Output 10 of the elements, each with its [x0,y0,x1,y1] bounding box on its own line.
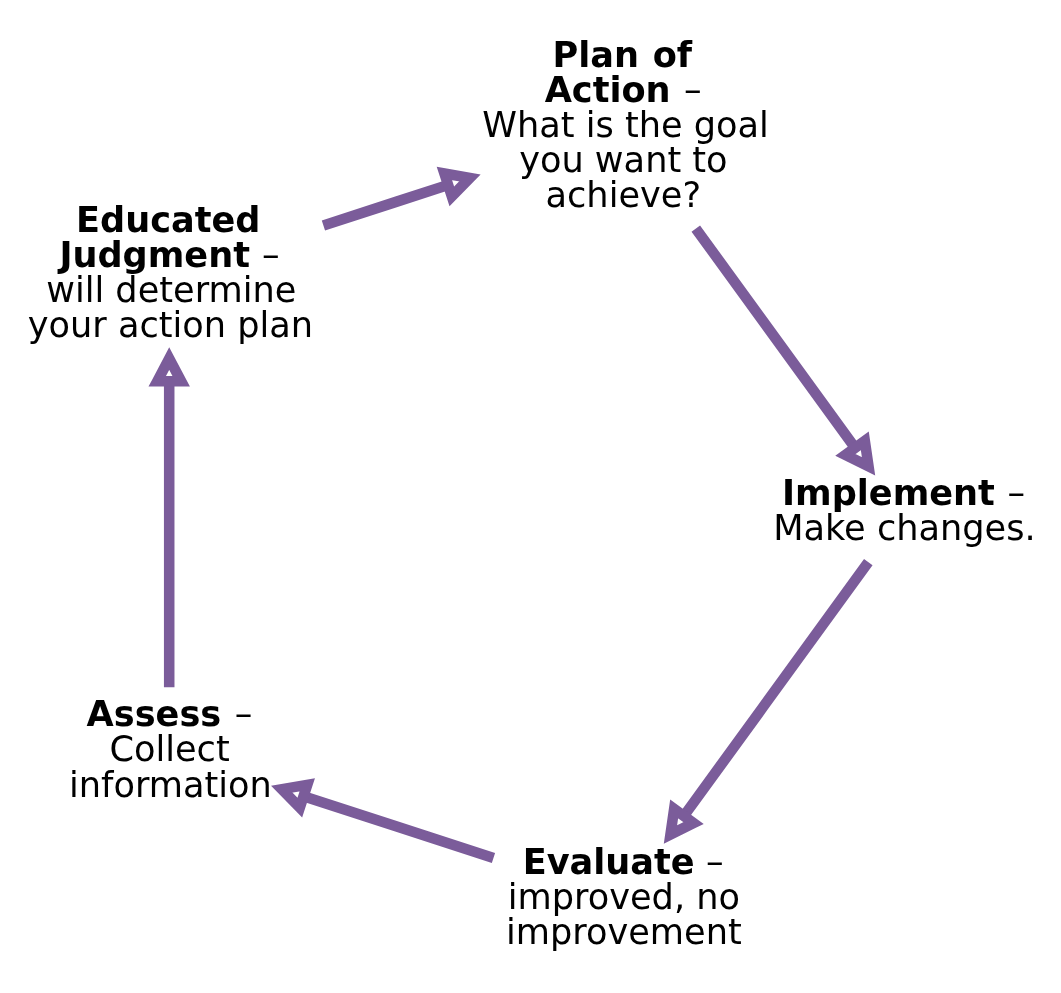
node-text: Plan of Action – What is the goal you want to achieve? [482,33,769,216]
node-text: Evaluate – improved, no improvement [506,840,742,952]
arrow [663,559,873,844]
node-text: Implement – Make changes. [773,472,1036,549]
arrow [321,166,481,231]
node-text: Assess – Collect information [69,693,272,805]
node-text: Educated Judgment – will determine your action plan [27,198,314,346]
arrow [691,225,876,476]
arrow [271,778,496,863]
arrow [148,347,190,688]
